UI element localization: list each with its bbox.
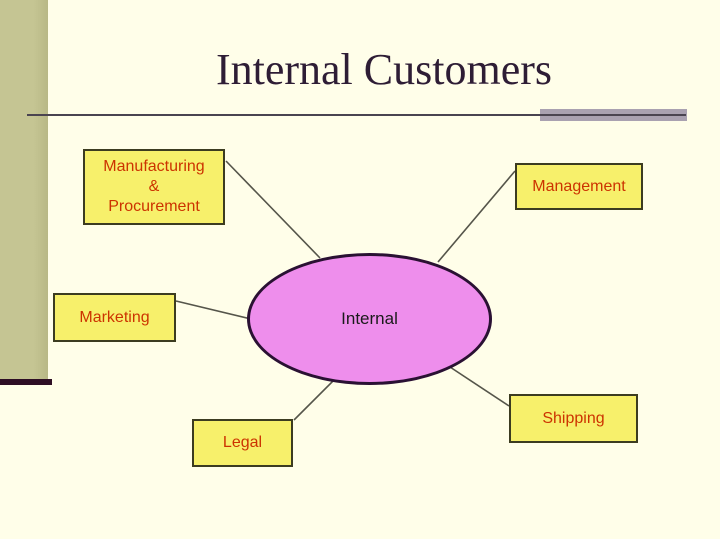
node-label-line: Marketing: [79, 308, 150, 326]
node-label-line: &: [148, 178, 160, 195]
title-underline: [27, 114, 686, 116]
center-ellipse-internal: Internal: [247, 253, 492, 385]
node-shipping: Shipping: [509, 394, 638, 443]
node-label-line: Legal: [222, 434, 263, 451]
sidebar-bottom-cap: [0, 379, 52, 385]
node-label-line: Shipping: [542, 409, 605, 427]
page-title: Internal Customers: [215, 45, 553, 94]
node-marketing: Marketing: [53, 293, 176, 342]
connector-marketing: [175, 300, 256, 321]
node-label-line: Procurement: [108, 198, 200, 215]
sidebar-decoration: [0, 0, 48, 380]
connector-management: [437, 170, 516, 263]
center-ellipse-label: Internal: [341, 309, 398, 328]
connector-shipping: [449, 366, 510, 407]
node-manufacturing-procurement: Manufacturing & Procurement: [83, 149, 225, 225]
node-legal: Legal: [192, 419, 293, 467]
node-management: Management: [515, 163, 643, 210]
node-label-line: Management: [532, 177, 626, 195]
connector-manufacturing: [225, 160, 321, 259]
connector-legal: [293, 380, 334, 421]
node-label-line: Manufacturing: [103, 158, 205, 175]
